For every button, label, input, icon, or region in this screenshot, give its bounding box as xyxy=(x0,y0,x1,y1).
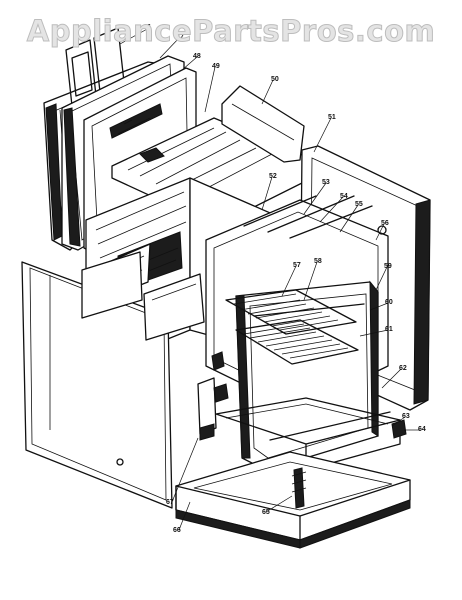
callout-47: 47 xyxy=(176,34,184,41)
callout-60: 60 xyxy=(385,299,393,306)
oven-front-frame xyxy=(235,280,379,471)
callout-48: 48 xyxy=(193,53,201,60)
callout-62: 62 xyxy=(399,365,407,372)
callout-58: 58 xyxy=(314,258,322,265)
back-splash-panel xyxy=(221,85,305,163)
callout-57: 57 xyxy=(293,262,301,269)
callout-55: 55 xyxy=(355,201,363,208)
callout-50: 50 xyxy=(271,76,279,83)
oven-rack-lower xyxy=(235,319,359,365)
callout-49: 49 xyxy=(212,63,220,70)
callout-51: 51 xyxy=(328,114,336,121)
leveling-leg xyxy=(291,467,307,509)
callout-66: 66 xyxy=(173,527,181,534)
callout-65: 65 xyxy=(262,509,270,516)
callout-leaders xyxy=(119,27,420,531)
callout-56: 56 xyxy=(381,220,389,227)
callout-labels: 46 47 48 49 50 51 52 53 54 55 56 57 58 5… xyxy=(143,24,426,534)
door-window xyxy=(109,103,163,139)
storage-drawer xyxy=(175,451,411,549)
top-vent xyxy=(139,147,165,163)
lower-frame xyxy=(81,251,229,403)
callout-67: 67 xyxy=(166,499,174,506)
drawer-slide-assembly xyxy=(215,397,407,471)
callout-46: 46 xyxy=(143,24,151,31)
callout-53: 53 xyxy=(322,179,330,186)
callout-59: 59 xyxy=(384,263,392,270)
callout-54: 54 xyxy=(340,193,348,200)
oven-rack-upper xyxy=(225,289,357,335)
callout-64: 64 xyxy=(418,426,426,433)
callout-63: 63 xyxy=(402,413,410,420)
callout-61: 61 xyxy=(385,326,393,333)
mounting-bracket xyxy=(197,377,217,441)
callout-52: 52 xyxy=(269,173,277,180)
